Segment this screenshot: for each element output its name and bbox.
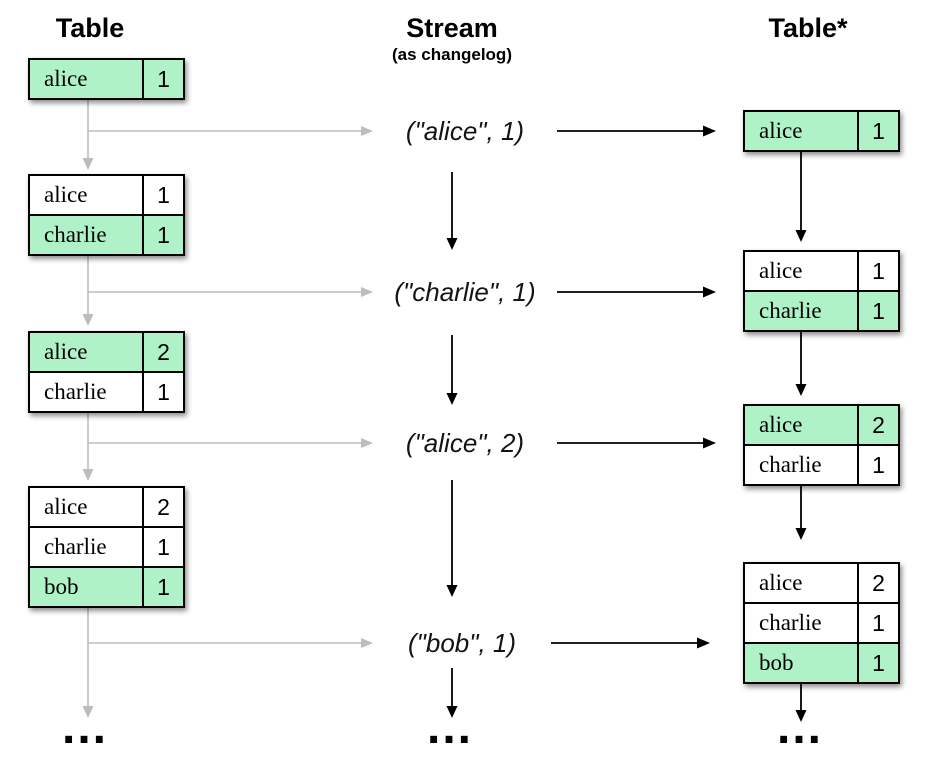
key-cell: alice (30, 176, 144, 214)
stream-event: ("charlie", 1) (394, 277, 536, 307)
value-cell: 1 (157, 221, 170, 248)
left-column-title: Table (55, 13, 125, 43)
value-cell: 1 (872, 297, 885, 324)
right-column-title: Table* (768, 13, 848, 43)
table-row: bob 1 (30, 566, 183, 606)
value-cell: 2 (157, 338, 170, 365)
table-row: charlie 1 (30, 526, 183, 566)
key-cell: charlie (30, 528, 144, 566)
key-cell: alice (745, 406, 859, 444)
key-cell: charlie (30, 216, 144, 254)
table-row: alice 1 (745, 112, 898, 150)
key-cell: alice (30, 60, 144, 98)
right-table-chain-arrows (795, 150, 807, 722)
key-cell: alice (30, 488, 144, 526)
table-row: charlie 1 (30, 214, 183, 254)
value-cell: 1 (872, 451, 885, 478)
value-cell: 2 (157, 493, 170, 520)
table-row: charlie 1 (745, 602, 898, 642)
value-cell: 2 (872, 411, 885, 438)
left-table-snapshot-3: alice 2 charlie 1 (28, 331, 185, 413)
right-table-snapshot-1: alice 1 (743, 110, 900, 152)
value-cell: 2 (872, 569, 885, 596)
right-table-snapshot-3: alice 2 charlie 1 (743, 404, 900, 486)
value-cell: 1 (872, 257, 885, 284)
right-table-snapshot-4: alice 2 charlie 1 bob 1 (743, 562, 900, 684)
key-cell: charlie (745, 292, 859, 330)
left-table-snapshot-4: alice 2 charlie 1 bob 1 (28, 486, 185, 608)
key-cell: alice (30, 333, 144, 371)
left-table-chain-arrows (82, 98, 94, 718)
left-column-ellipsis: ... (61, 701, 109, 754)
key-cell: alice (745, 564, 859, 602)
value-cell: 1 (157, 533, 170, 560)
key-cell: alice (745, 112, 859, 150)
value-cell: 1 (872, 609, 885, 636)
stream-event: ("alice", 2) (405, 428, 525, 458)
table-row: bob 1 (745, 642, 898, 682)
key-cell: charlie (30, 373, 144, 411)
middle-column-subtitle: (as changelog) (392, 45, 512, 64)
stream-to-table-arrows (551, 125, 716, 649)
left-table-snapshot-1: alice 1 (28, 58, 185, 100)
stream-event: ("bob", 1) (407, 628, 517, 658)
table-to-stream-arrows (88, 126, 373, 648)
table-row: alice 2 (745, 406, 898, 444)
value-cell: 1 (872, 117, 885, 144)
stream-event: ("alice", 1) (405, 116, 525, 146)
value-cell: 1 (872, 649, 885, 676)
middle-column-ellipsis: ... (426, 701, 474, 754)
value-cell: 1 (157, 181, 170, 208)
middle-column-title: Stream (406, 13, 498, 43)
key-cell: charlie (745, 604, 859, 642)
right-table-snapshot-2: alice 1 charlie 1 (743, 250, 900, 332)
table-row: charlie 1 (745, 444, 898, 484)
value-cell: 1 (157, 65, 170, 92)
table-row: alice 2 (30, 333, 183, 371)
key-cell: bob (30, 568, 144, 606)
key-cell: charlie (745, 446, 859, 484)
table-row: alice 1 (745, 252, 898, 290)
left-table-snapshot-2: alice 1 charlie 1 (28, 174, 185, 256)
key-cell: bob (745, 644, 859, 682)
table-row: charlie 1 (30, 371, 183, 411)
table-row: alice 2 (745, 564, 898, 602)
key-cell: alice (745, 252, 859, 290)
table-row: alice 1 (30, 176, 183, 214)
value-cell: 1 (157, 573, 170, 600)
table-row: charlie 1 (745, 290, 898, 330)
value-cell: 1 (157, 378, 170, 405)
stream-chain-arrows (446, 172, 458, 718)
table-row: alice 2 (30, 488, 183, 526)
right-column-ellipsis: ... (776, 701, 824, 754)
table-row: alice 1 (30, 60, 183, 98)
